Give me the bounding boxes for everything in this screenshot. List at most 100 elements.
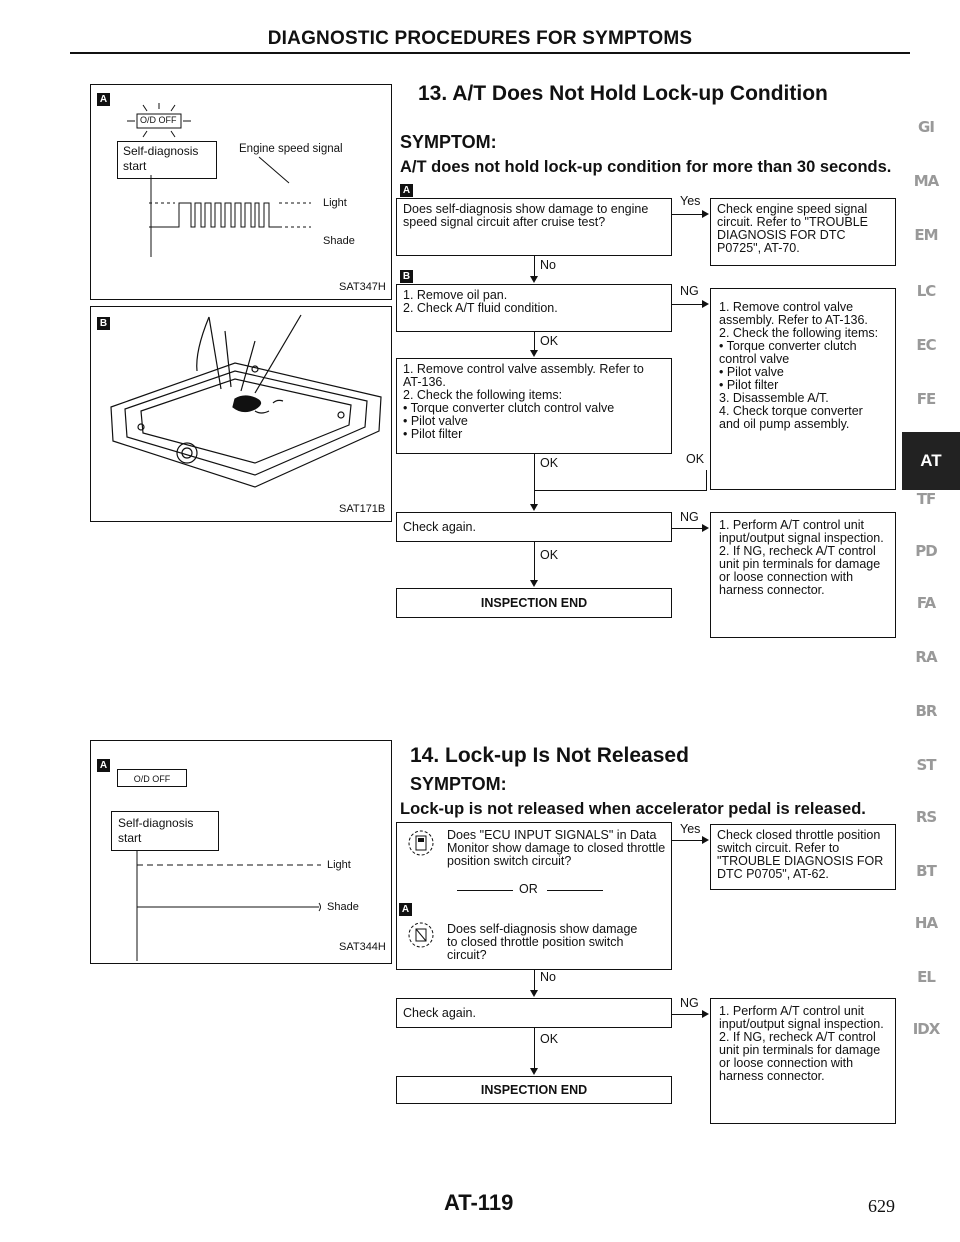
ng2-connector bbox=[672, 528, 702, 529]
yes-arrow bbox=[702, 836, 709, 844]
step-c-line-1: 1. Remove control valve assembly. Refer … bbox=[403, 362, 644, 389]
figure-od-off-lamp-2: A O/D OFF Self-diagnosis start Light Sha… bbox=[90, 740, 392, 964]
check-again-text: Check again. bbox=[403, 1006, 476, 1020]
self-diagnosis-start-box: Self-diagnosis start bbox=[117, 141, 217, 179]
signal-lines-drawing bbox=[131, 851, 331, 966]
ng1-action-4: • Pilot valve bbox=[719, 365, 784, 379]
light-label: Light bbox=[323, 197, 347, 209]
sidebar-item-rs[interactable]: RS bbox=[915, 808, 937, 826]
sidebar-item-pd[interactable]: PD bbox=[915, 542, 937, 560]
page-code: AT-119 bbox=[444, 1190, 514, 1215]
sidebar-item-ra[interactable]: RA bbox=[915, 648, 937, 666]
figure-tag: B bbox=[97, 317, 110, 330]
light-label: Light bbox=[327, 859, 351, 871]
flow-tag-a: A bbox=[400, 184, 413, 197]
ng-action-1: 1. Perform A/T control unit input/output… bbox=[719, 1004, 884, 1031]
yes-action-text: Check closed throttle position switch ci… bbox=[717, 828, 884, 881]
step-c-line-2: 2. Check the following items: bbox=[403, 388, 563, 402]
sidebar-item-tf[interactable]: TF bbox=[916, 490, 936, 508]
figure-code: SAT344H bbox=[339, 941, 386, 953]
ng1-action-1: 1. Remove control valve assembly. Refer … bbox=[719, 300, 868, 327]
sidebar-item-ha[interactable]: HA bbox=[914, 914, 938, 932]
step-2-text: Does self-diagnosis show damage to close… bbox=[447, 922, 638, 962]
step-b-line-2: 2. Check A/T fluid condition. bbox=[403, 301, 558, 315]
yes-label: Yes bbox=[680, 194, 701, 208]
sidebar-item-el[interactable]: EL bbox=[917, 968, 936, 986]
yes-action-box: Check closed throttle position switch ci… bbox=[710, 824, 896, 890]
sidebar-item-em[interactable]: EM bbox=[914, 226, 938, 244]
self-diagnosis-start-label: Self-diagnosis start bbox=[123, 144, 199, 173]
sidebar-item-gi[interactable]: GI bbox=[918, 118, 935, 136]
od-off-label: O/D OFF bbox=[140, 115, 177, 125]
shade-label: Shade bbox=[327, 901, 359, 913]
step-c-box: 1. Remove control valve assembly. Refer … bbox=[396, 358, 672, 454]
sidebar-item-at[interactable]: AT bbox=[902, 432, 960, 490]
ok1-label: OK bbox=[540, 334, 559, 348]
ok2-arrow bbox=[530, 504, 538, 511]
yes-action-text: Check engine speed signal circuit. Refer… bbox=[717, 202, 869, 255]
ok-connector bbox=[534, 1028, 535, 1070]
section-14-title: 14. Lock-up Is Not Released bbox=[410, 744, 689, 767]
header-rule bbox=[70, 52, 910, 54]
sidebar-item-idx[interactable]: IDX bbox=[912, 1020, 941, 1038]
no-arrow bbox=[530, 990, 538, 997]
step-1-text: Does "ECU INPUT SIGNALS" in Data Monitor… bbox=[447, 828, 666, 868]
inspection-end-text: INSPECTION END bbox=[480, 1083, 588, 1097]
ng-label: NG bbox=[680, 996, 699, 1010]
yes-arrow bbox=[702, 210, 709, 218]
ok-arrow bbox=[530, 1068, 538, 1075]
step-c-line-4: • Pilot valve bbox=[403, 414, 468, 428]
yes-label: Yes bbox=[680, 822, 701, 836]
ng1-arrow bbox=[702, 300, 709, 308]
sidebar-item-st[interactable]: ST bbox=[916, 756, 936, 774]
ok4-label: OK bbox=[540, 548, 559, 562]
ok1-connector bbox=[534, 332, 535, 352]
sidebar-item-ec[interactable]: EC bbox=[916, 336, 936, 354]
yes-connector bbox=[672, 840, 702, 841]
od-off-lamp-icon bbox=[119, 101, 199, 146]
section-14-symptom-label: SYMPTOM: bbox=[410, 774, 507, 794]
figure-code: SAT347H bbox=[339, 281, 386, 293]
ng1-action-box: 1. Remove control valve assembly. Refer … bbox=[710, 288, 896, 490]
sidebar-item-ma[interactable]: MA bbox=[913, 172, 940, 190]
ng1-connector bbox=[672, 304, 702, 305]
ng-action-box: 1. Perform A/T control unit input/output… bbox=[710, 998, 896, 1124]
ok4-arrow bbox=[530, 580, 538, 587]
no-arrow bbox=[530, 276, 538, 283]
ng-connector bbox=[672, 1014, 702, 1015]
ok3-connector-h bbox=[534, 490, 707, 491]
ok3-connector-v bbox=[706, 470, 707, 490]
ng1-label: NG bbox=[680, 284, 699, 298]
ng2-action-2: 2. If NG, recheck A/T control unit pin t… bbox=[719, 544, 881, 597]
sidebar-item-fa[interactable]: FA bbox=[916, 594, 936, 612]
or-divider-right bbox=[547, 890, 603, 891]
inspection-end-box: INSPECTION END bbox=[396, 588, 672, 618]
step-c-line-3: • Torque converter clutch control valve bbox=[403, 401, 615, 415]
ok3-label: OK bbox=[686, 452, 705, 466]
page-number: 629 bbox=[868, 1196, 895, 1216]
figure-od-off-lamp: A O/D OFF Self-diagnosis start Engine sp… bbox=[90, 84, 392, 300]
sidebar-item-br[interactable]: BR bbox=[915, 702, 938, 720]
step-b-box: 1. Remove oil pan. 2. Check A/T fluid co… bbox=[396, 284, 672, 332]
figure-code: SAT171B bbox=[339, 503, 386, 515]
ng2-action-1: 1. Perform A/T control unit input/output… bbox=[719, 518, 884, 545]
sidebar-item-bt[interactable]: BT bbox=[916, 862, 937, 880]
step-b-line-1: 1. Remove oil pan. bbox=[403, 288, 508, 302]
od-off-label: O/D OFF bbox=[133, 774, 171, 784]
sidebar-item-fe[interactable]: FE bbox=[916, 390, 937, 408]
self-diagnosis-icon bbox=[407, 921, 435, 952]
sidebar-item-lc[interactable]: LC bbox=[916, 282, 937, 300]
oil-pan-illustration bbox=[105, 311, 385, 516]
inspection-end-box: INSPECTION END bbox=[396, 1076, 672, 1104]
or-divider-left bbox=[457, 890, 513, 891]
ng-arrow bbox=[702, 1010, 709, 1018]
no-label: No bbox=[540, 970, 556, 984]
no-connector bbox=[534, 970, 535, 992]
section-13-symptom-text: A/T does not hold lock-up condition for … bbox=[400, 158, 892, 176]
ok2-label: OK bbox=[540, 456, 559, 470]
check-again-text: Check again. bbox=[403, 520, 476, 534]
step-c-line-5: • Pilot filter bbox=[403, 427, 463, 441]
ng1-action-3: • Torque converter clutch control valve bbox=[719, 339, 857, 366]
figure-oil-pan: B SAT171B bbox=[90, 306, 392, 522]
ng2-arrow bbox=[702, 524, 709, 532]
